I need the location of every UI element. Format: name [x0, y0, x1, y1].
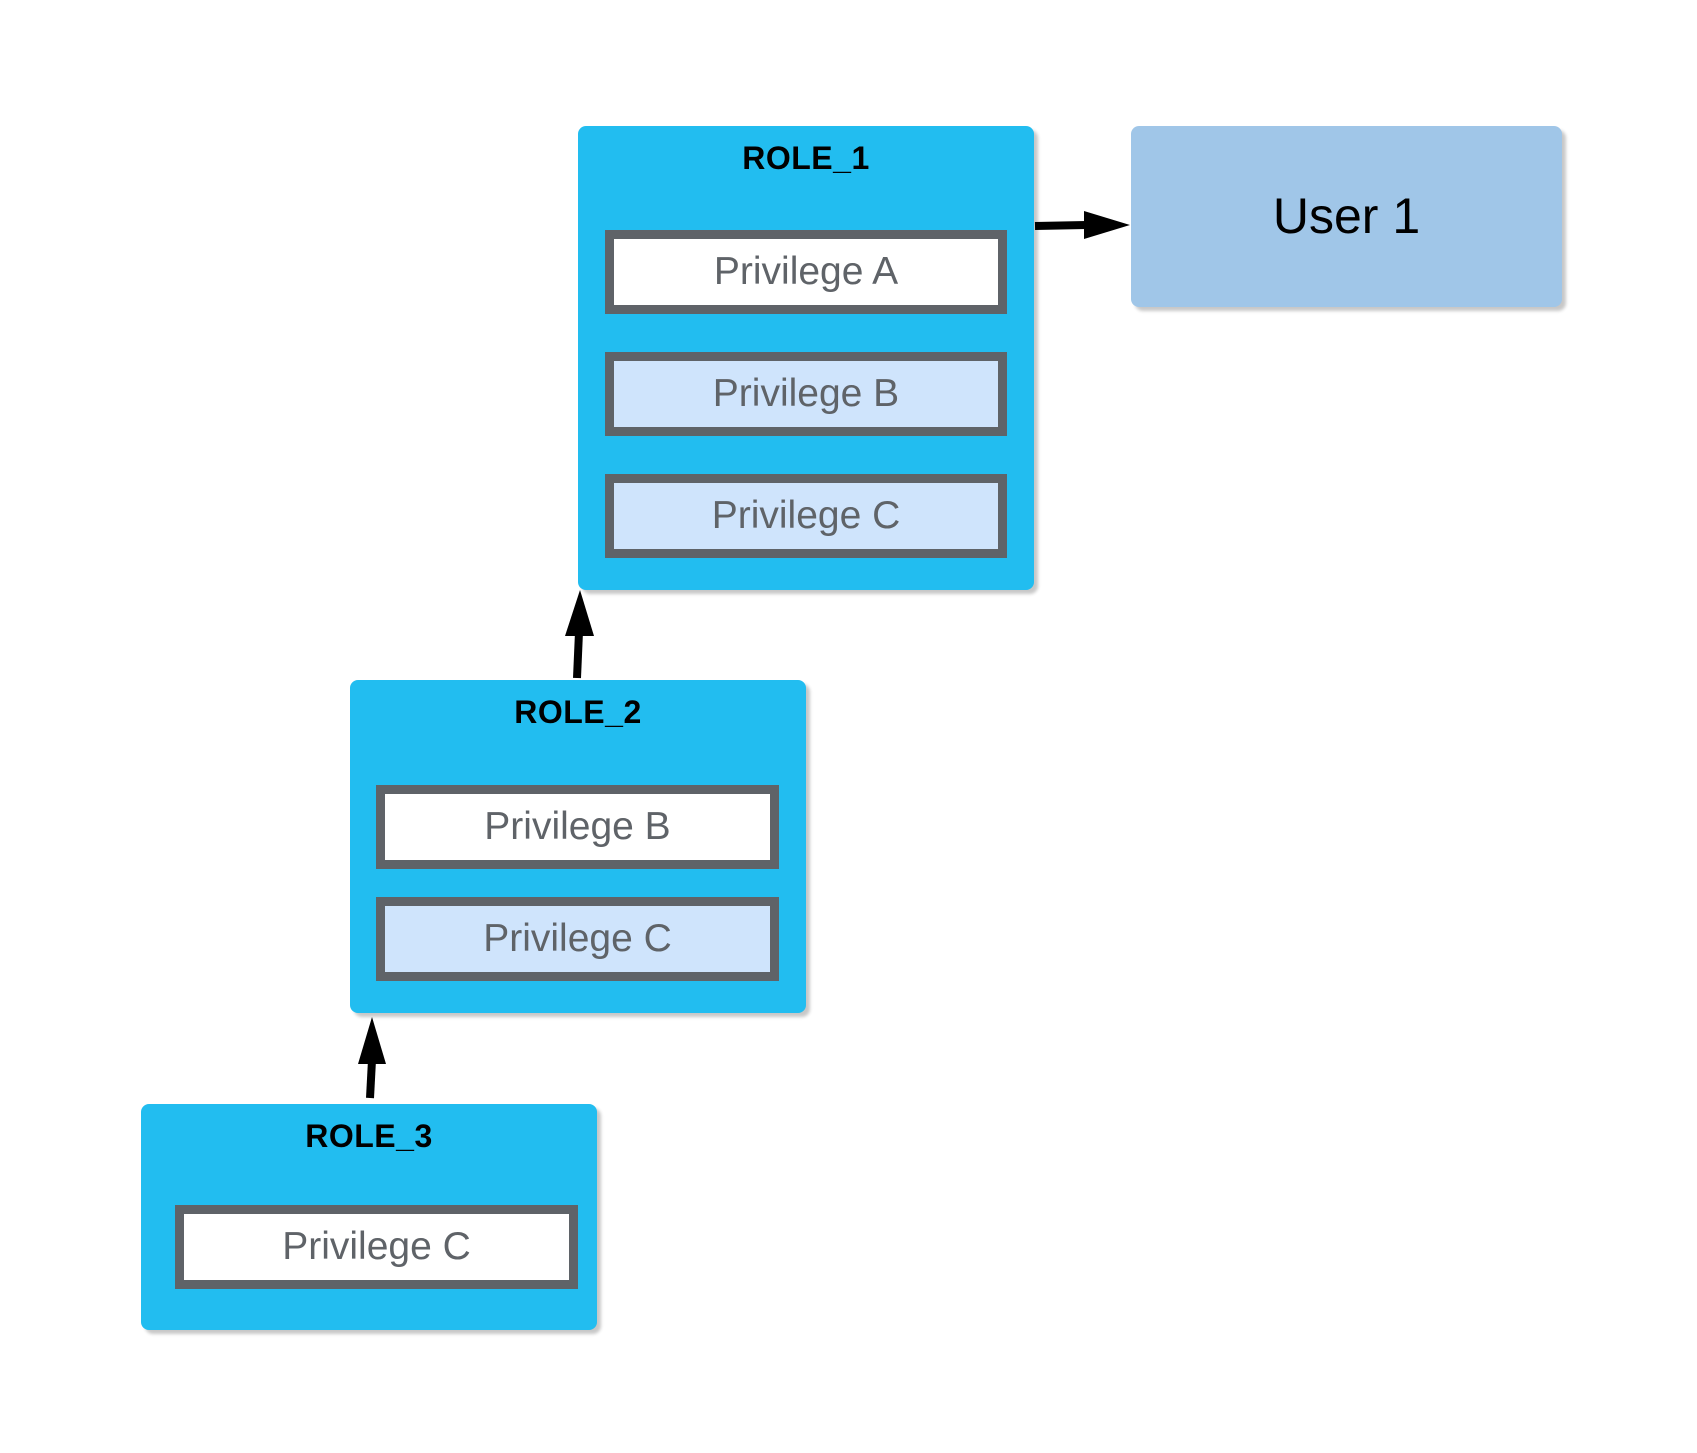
role-1-privilege-c: Privilege C [605, 474, 1007, 558]
user-1-box: User 1 [1131, 126, 1562, 307]
privilege-label: Privilege A [713, 250, 899, 293]
privilege-label: Privilege B [712, 372, 900, 415]
privilege-label: Privilege C [282, 1225, 471, 1268]
role-3-box: ROLE_3 Privilege C [141, 1104, 597, 1330]
arrow-role3-to-role2 [358, 1017, 386, 1099]
role-1-box: ROLE_1 Privilege A Privilege B Privilege… [578, 126, 1034, 590]
role-2-privilege-b: Privilege B [376, 785, 779, 869]
role-1-title: ROLE_1 [742, 140, 870, 176]
user-label: User 1 [1272, 188, 1421, 244]
role-2-privilege-c: Privilege C [376, 897, 779, 981]
arrow-role1-to-user [1034, 211, 1130, 239]
role-1-privilege-a: Privilege A [605, 230, 1007, 314]
role-2-title: ROLE_2 [514, 694, 642, 730]
role-3-title: ROLE_3 [305, 1118, 433, 1154]
role-1-privilege-b: Privilege B [605, 352, 1007, 436]
role-2-box: ROLE_2 Privilege B Privilege C [350, 680, 806, 1013]
privilege-label: Privilege B [484, 805, 671, 848]
role-3-privilege-c: Privilege C [175, 1205, 578, 1289]
privilege-label: Privilege C [711, 494, 901, 537]
arrow-role2-to-role1 [565, 590, 594, 679]
privilege-label: Privilege C [483, 917, 672, 960]
